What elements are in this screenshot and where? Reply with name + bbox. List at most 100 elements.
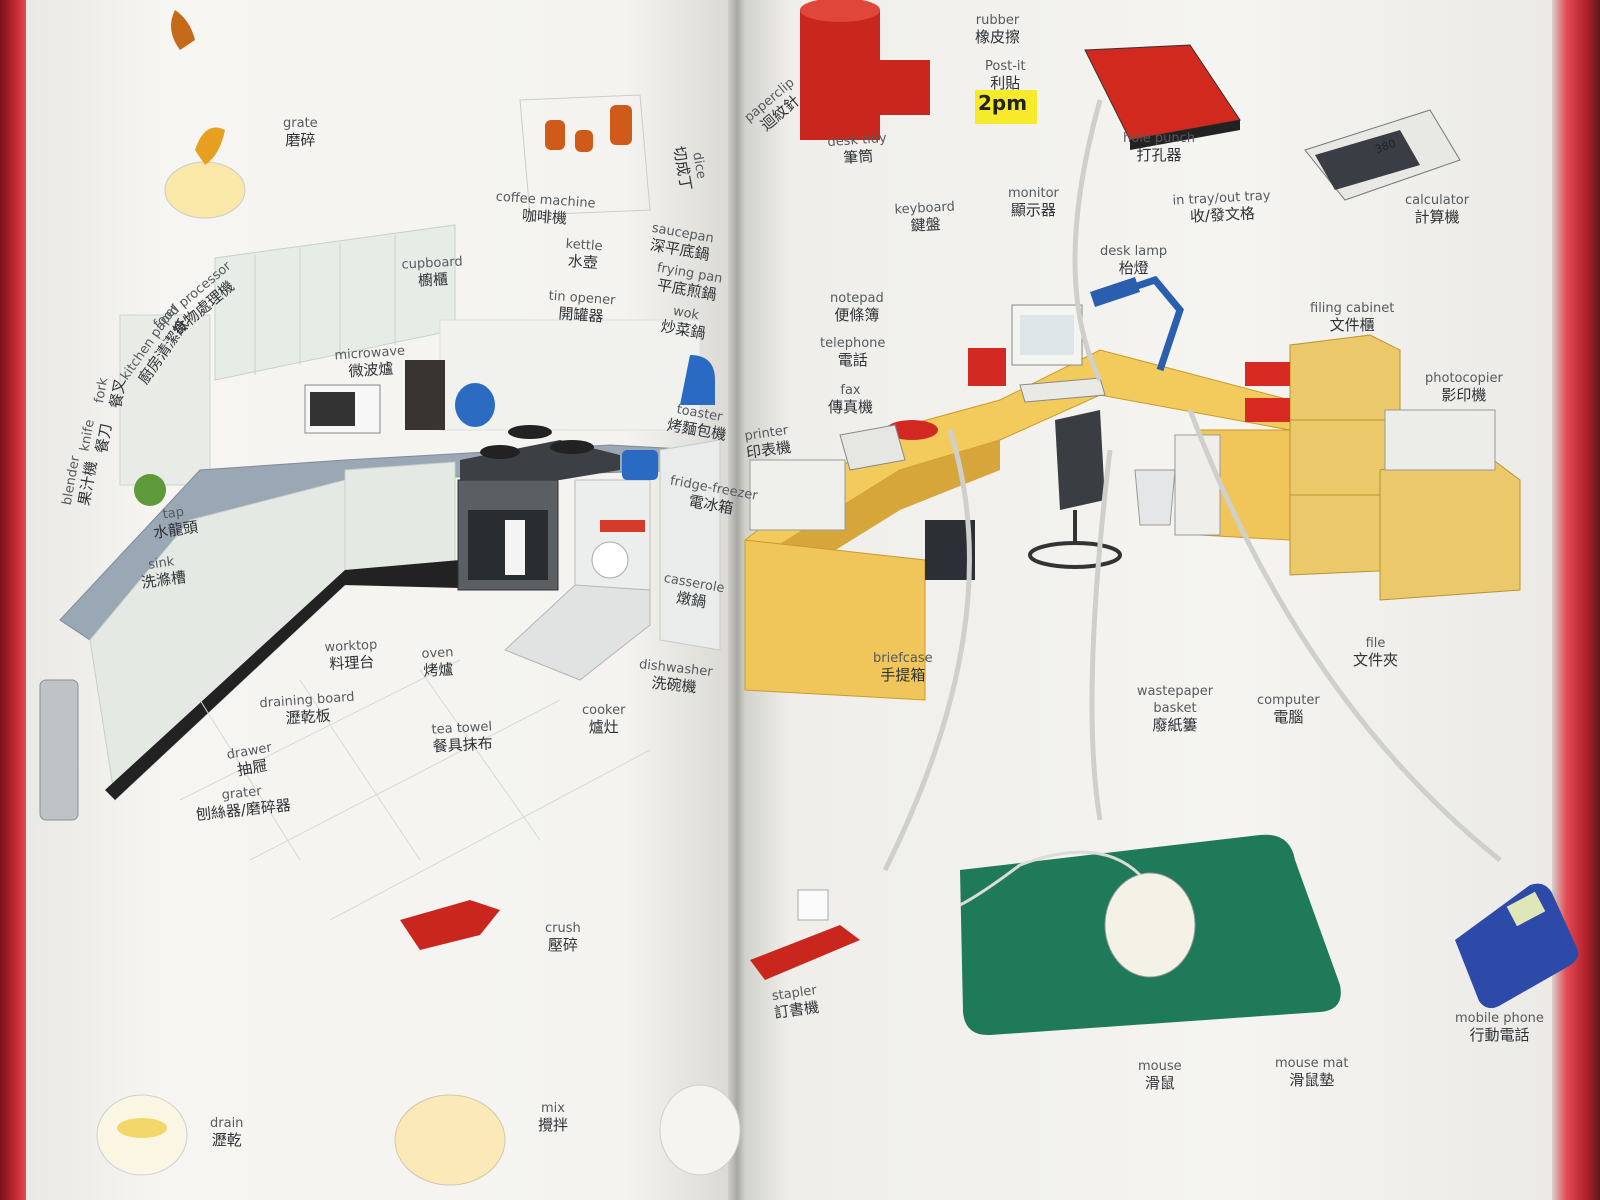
label-crush-en: crush	[545, 921, 581, 936]
label-briefcase-en: briefcase	[873, 651, 933, 666]
label-tea-towel-zh: 餐具抹布	[432, 734, 494, 756]
label-notepad-en: notepad	[830, 291, 884, 306]
book-cover-edge-right	[1552, 0, 1600, 1200]
label-filing-cabinet-zh: 文件櫃	[1329, 316, 1375, 334]
label-post-it-zh: 利貼	[990, 74, 1021, 92]
label-mouse-mat-en: mouse mat	[1275, 1056, 1349, 1071]
label-mobile-phone-zh: 行動電話	[1469, 1026, 1530, 1044]
label-worktop-zh: 料理台	[328, 652, 375, 674]
label-grate-zh: 磨碎	[285, 131, 316, 149]
label-briefcase-zh: 手提箱	[880, 666, 926, 684]
office-illustration	[744, 0, 1579, 1036]
label-kettle-zh: 水壺	[567, 251, 599, 273]
label-file-zh: 文件夾	[1353, 651, 1399, 669]
kitchen-illustration	[39, 10, 741, 1186]
label-mix-en: mix	[541, 1101, 565, 1116]
label-file-en: file	[1365, 636, 1386, 651]
book-gutter	[728, 0, 746, 1200]
label-computer-en: computer	[1257, 693, 1320, 708]
label-cooker-zh: 爐灶	[588, 718, 619, 736]
label-rubber-en: rubber	[975, 13, 1020, 28]
label-cooker-en: cooker	[582, 703, 626, 718]
label-photocopier-en: photocopier	[1425, 371, 1503, 386]
label-fax-zh: 傳真機	[828, 398, 874, 416]
book-cover-edge-left	[0, 0, 26, 1200]
label-mix-zh: 攪拌	[538, 1116, 569, 1134]
label-calculator-zh: 計算機	[1414, 208, 1460, 226]
label-telephone-en: telephone	[820, 336, 886, 351]
label-mouse-mat-zh: 滑鼠墊	[1289, 1071, 1335, 1089]
label-hole-punch-en: hole punch	[1123, 131, 1196, 146]
label-photocopier-zh: 影印機	[1441, 386, 1487, 404]
label-telephone-zh: 電話	[837, 351, 868, 369]
label-drain-zh: 瀝乾	[211, 1131, 242, 1149]
label-desk-lamp-en: desk lamp	[1100, 244, 1168, 259]
label-crush-zh: 壓碎	[547, 936, 578, 954]
label-calculator-en: calculator	[1405, 193, 1470, 208]
label-oven-zh: 烤爐	[422, 660, 454, 680]
label-notepad-zh: 便條簿	[834, 306, 880, 324]
label-keyboard-zh: 鍵盤	[910, 215, 942, 235]
label-post-it-en: Post-it	[985, 59, 1026, 74]
label-monitor-en: monitor	[1008, 186, 1059, 201]
label-filing-cabinet-en: filing cabinet	[1310, 301, 1395, 316]
label-fax-en: fax	[840, 383, 861, 398]
label-drain-en: drain	[210, 1116, 244, 1131]
label-wastepaper-basket-en: wastepaper basket	[1136, 684, 1214, 716]
label-grate-en: grate	[283, 116, 318, 131]
label-wastepaper-basket-zh: 廢紙簍	[1152, 716, 1198, 734]
label-mouse-zh: 滑鼠	[1144, 1074, 1175, 1092]
label-desk-lamp-zh: 枱燈	[1118, 259, 1149, 277]
label-monitor-zh: 顯示器	[1010, 201, 1056, 219]
label-mouse-en: mouse	[1138, 1059, 1182, 1074]
postit-note-text: 2pm	[978, 91, 1028, 115]
label-mobile-phone-en: mobile phone	[1455, 1011, 1544, 1026]
label-cupboard-zh: 櫥櫃	[417, 270, 449, 290]
label-hole-punch-zh: 打孔器	[1136, 146, 1182, 164]
label-computer-zh: 電腦	[1273, 708, 1304, 726]
label-rubber-zh: 橡皮擦	[975, 28, 1021, 46]
